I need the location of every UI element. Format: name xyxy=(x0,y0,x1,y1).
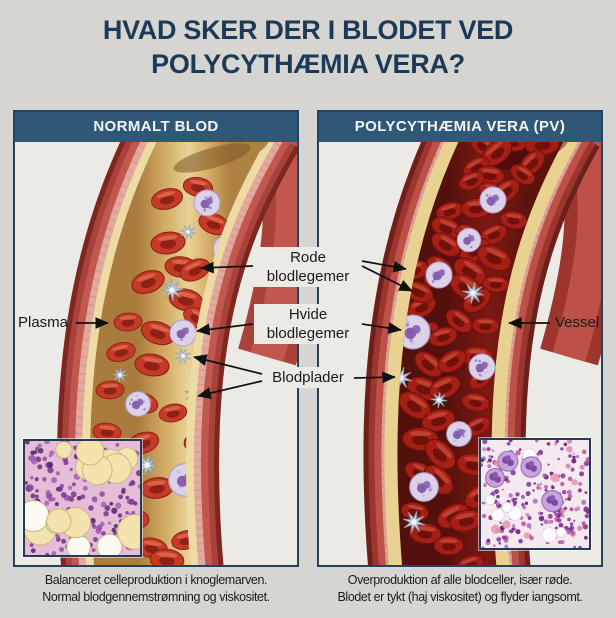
page-title-line-1: HVAD SKER DER I BLODET VED xyxy=(102,15,514,45)
panel-polycythaemia-vera: POLYCYTHÆMIA VERA (PV) xyxy=(317,110,603,567)
page-title: HVAD SKER DER I BLODET VED POLYCYTHÆMIA … xyxy=(0,13,616,81)
bone-marrow-micrograph-pv xyxy=(481,440,589,548)
panel-normal-blood-body xyxy=(15,142,297,565)
bone-marrow-inset-normal xyxy=(23,439,142,557)
pv-vessel-illustration xyxy=(363,142,601,565)
caption-normal-blood: Balanceret celleproduktion i knoglemarve… xyxy=(6,572,306,606)
label-red-blood-cells-line-1: Rode xyxy=(290,249,326,266)
label-white-blood-cells-line-1: Hvide xyxy=(288,306,328,323)
label-vessel: Vessel xyxy=(555,314,600,331)
panel-normal-blood-header: NORMALT BLOD xyxy=(15,112,297,142)
panel-pv-header: POLYCYTHÆMIA VERA (PV) xyxy=(319,112,601,142)
label-red-blood-cells-line-2: blodlegemer xyxy=(266,268,350,285)
label-plasma: Plasma xyxy=(18,314,69,331)
caption-pv-line-2: Blodet er tykt (haj viskositet) og flyde… xyxy=(337,590,583,604)
label-red-blood-cells: Rode blodlegemer xyxy=(254,247,362,287)
caption-normal-line-1: Balanceret celleproduktion i knoglemarve… xyxy=(44,573,268,587)
page-title-line-2: POLYCYTHÆMIA VERA? xyxy=(151,49,465,79)
label-white-blood-cells: Hvide blodlegemer xyxy=(254,304,362,344)
caption-normal-line-2: Normal blodgennemstrømning og viskositet… xyxy=(42,590,270,604)
panel-pv-body xyxy=(319,142,601,565)
caption-pv-line-1: Overproduktion af alle blodceller, især … xyxy=(347,573,573,587)
caption-pv: Overproduktion af alle blodceller, især … xyxy=(310,572,610,606)
bone-marrow-micrograph-normal xyxy=(25,441,140,555)
label-platelets: Blodplader xyxy=(268,367,348,388)
label-white-blood-cells-line-2: blodlegemer xyxy=(266,325,350,342)
bone-marrow-inset-pv xyxy=(479,438,591,550)
